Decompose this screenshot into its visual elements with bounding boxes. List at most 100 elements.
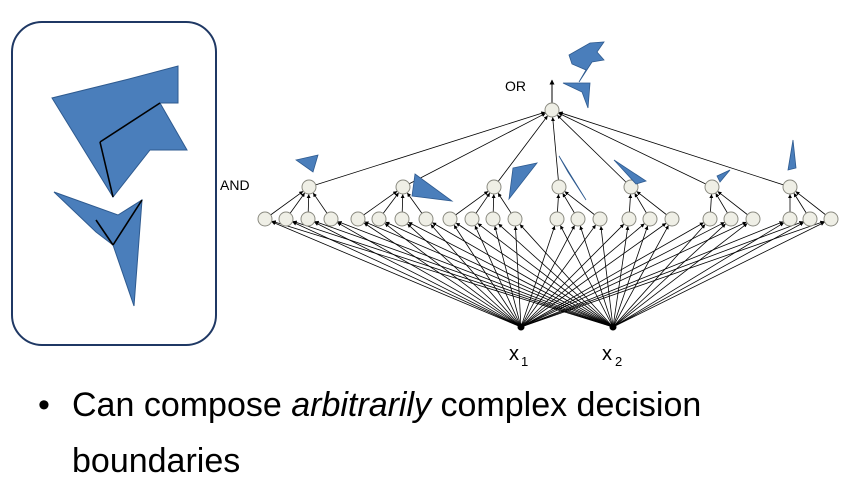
hidden-unit	[723, 211, 739, 227]
network-edge	[271, 220, 614, 328]
network-edge	[455, 222, 614, 328]
bullet-continuation: boundaries	[72, 442, 241, 480]
region-glyph-7	[787, 139, 797, 171]
network-edge	[292, 221, 522, 328]
network-edge	[558, 111, 791, 188]
hidden-unit	[257, 211, 273, 227]
network-edge	[557, 114, 632, 188]
network-edge	[449, 191, 489, 220]
network-edge	[599, 226, 614, 328]
input-label-x2: x 2	[602, 343, 622, 369]
and-unit	[782, 179, 798, 195]
hidden-unit	[371, 211, 387, 227]
network-edge	[513, 226, 522, 328]
input-node-2	[609, 323, 617, 331]
hidden-unit	[549, 211, 565, 227]
bullet-dot: •	[38, 386, 50, 424]
input-label-x1: x 1	[509, 343, 528, 369]
network-edges	[264, 79, 832, 328]
network-edge	[474, 225, 522, 328]
network-edge	[432, 222, 614, 328]
network-edge	[612, 226, 630, 328]
and-unit-regions	[295, 139, 797, 202]
network-edge	[558, 112, 713, 188]
hidden-unit	[442, 211, 458, 227]
hidden-unit	[394, 211, 410, 227]
hidden-unit	[621, 211, 637, 227]
network-edge	[520, 225, 556, 328]
region-glyph-1	[295, 154, 319, 173]
network-edge	[314, 222, 522, 328]
network-edge	[408, 222, 614, 328]
hidden-unit	[278, 211, 294, 227]
region-glyph-3	[508, 162, 538, 201]
hidden-unit	[745, 211, 761, 227]
bullet-emphasis: arbitrarily	[291, 386, 432, 424]
network-edge	[612, 221, 825, 328]
network-edge	[402, 113, 546, 188]
network-edge	[271, 221, 522, 328]
network-edge	[430, 224, 522, 328]
bullet-text-after: complex decision	[431, 386, 702, 424]
network-edge	[337, 222, 522, 328]
and-unit	[395, 179, 411, 195]
network-edge	[612, 223, 748, 328]
composite-decision-region	[51, 65, 188, 307]
network-edge	[520, 225, 575, 328]
svg-text:2: 2	[615, 354, 622, 369]
hidden-unit	[702, 211, 718, 227]
region-glyph-4	[558, 155, 587, 201]
or-unit	[544, 102, 560, 118]
svg-text:1: 1	[521, 354, 528, 369]
network-edge	[384, 223, 522, 328]
and-unit	[623, 179, 639, 195]
network-edge	[520, 222, 704, 328]
network-edge	[498, 223, 614, 328]
network-edge	[579, 225, 614, 328]
network-edge	[520, 221, 784, 328]
hidden-unit	[592, 211, 608, 227]
hidden-unit	[323, 211, 339, 227]
input-node-1	[517, 323, 525, 331]
and-unit	[486, 179, 502, 195]
network-edge	[308, 111, 546, 188]
region-glyph-6	[716, 169, 731, 183]
hidden-unit	[507, 211, 523, 227]
network-edge	[357, 191, 398, 220]
network-edge	[364, 221, 614, 328]
hidden-unit	[823, 211, 839, 227]
network-edge	[363, 222, 522, 328]
bullet-point: •Can compose arbitrarily complex decisio…	[38, 377, 838, 489]
svg-text:x: x	[509, 343, 519, 365]
or-output-regions	[562, 41, 605, 109]
network-edge	[520, 224, 596, 328]
and-label: AND	[220, 177, 250, 193]
network-edge	[493, 225, 522, 328]
svg-text:x: x	[602, 343, 612, 365]
and-unit	[551, 179, 567, 195]
network-edge	[477, 223, 614, 328]
hidden-unit	[464, 211, 480, 227]
network-edge	[337, 221, 614, 328]
network-edge	[612, 222, 784, 328]
hidden-unit	[570, 211, 586, 227]
network-edge	[520, 221, 747, 328]
network-edge	[520, 224, 624, 328]
network-edge	[520, 223, 667, 328]
network-edge	[612, 225, 669, 328]
and-unit	[301, 179, 317, 195]
network-edge	[520, 220, 825, 328]
hidden-unit	[300, 211, 316, 227]
region-glyph-2	[411, 173, 454, 202]
network-edge	[560, 225, 614, 328]
network-edge	[520, 223, 645, 328]
or-label: OR	[505, 78, 526, 94]
network-edge	[519, 224, 614, 328]
network-edge	[520, 221, 804, 328]
network-nodes	[257, 102, 839, 331]
network-edge	[314, 220, 614, 328]
hidden-unit	[350, 211, 366, 227]
hidden-unit	[782, 211, 798, 227]
region-glyph-5	[613, 159, 647, 185]
